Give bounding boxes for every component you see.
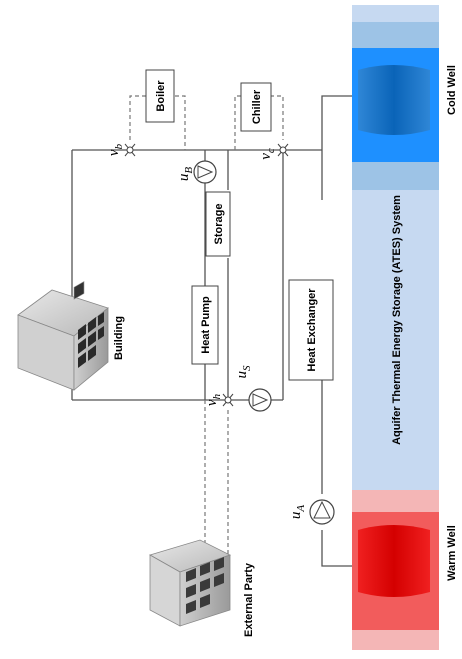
building-label: Building xyxy=(113,316,125,360)
external-party-graphic xyxy=(148,539,232,627)
v-b-symbol: vb xyxy=(106,143,125,156)
cold-well-label: Cold Well xyxy=(446,65,458,115)
warm-well-label: Warm Well xyxy=(446,525,458,581)
cold-well-core xyxy=(358,65,430,135)
boiler-dashed-return xyxy=(175,95,186,150)
valve-v-h xyxy=(222,393,234,407)
v-h-symbol: vh xyxy=(204,393,223,406)
chiller-dashed-return xyxy=(270,95,284,140)
storage-box xyxy=(205,191,231,257)
heat-pump-box xyxy=(191,285,219,365)
valve-v-b xyxy=(124,143,136,157)
boiler-dashed-link xyxy=(129,95,148,140)
boiler-label: Boiler xyxy=(155,80,167,112)
heat-exchanger-box xyxy=(288,279,334,381)
building-graphic xyxy=(17,281,109,391)
warm-well-core xyxy=(358,525,430,597)
boiler-box xyxy=(145,69,175,123)
u-s-symbol: uS xyxy=(234,365,253,379)
heat-exchanger-label: Heat Exchanger xyxy=(306,288,318,372)
u-b-symbol: uB xyxy=(176,167,195,182)
chiller-dashed-link xyxy=(234,95,243,150)
chiller-label: Chiller xyxy=(251,89,263,124)
aquifer-band xyxy=(352,5,439,650)
pump-u-b xyxy=(193,160,217,184)
well-pipes xyxy=(321,95,352,567)
u-a-symbol: uA xyxy=(288,505,307,520)
pump-u-a xyxy=(309,499,335,525)
v-c-symbol: vc xyxy=(258,148,277,160)
pump-u-s xyxy=(248,388,272,412)
external-party-label: External Party xyxy=(243,562,255,637)
storage-label: Storage xyxy=(213,204,225,245)
ates-system-label: Aquifer Thermal Energy Storage (ATES) Sy… xyxy=(391,195,403,445)
chiller-box xyxy=(240,82,272,132)
heat-pump-label: Heat Pump xyxy=(200,296,212,354)
valve-v-c xyxy=(277,143,289,157)
